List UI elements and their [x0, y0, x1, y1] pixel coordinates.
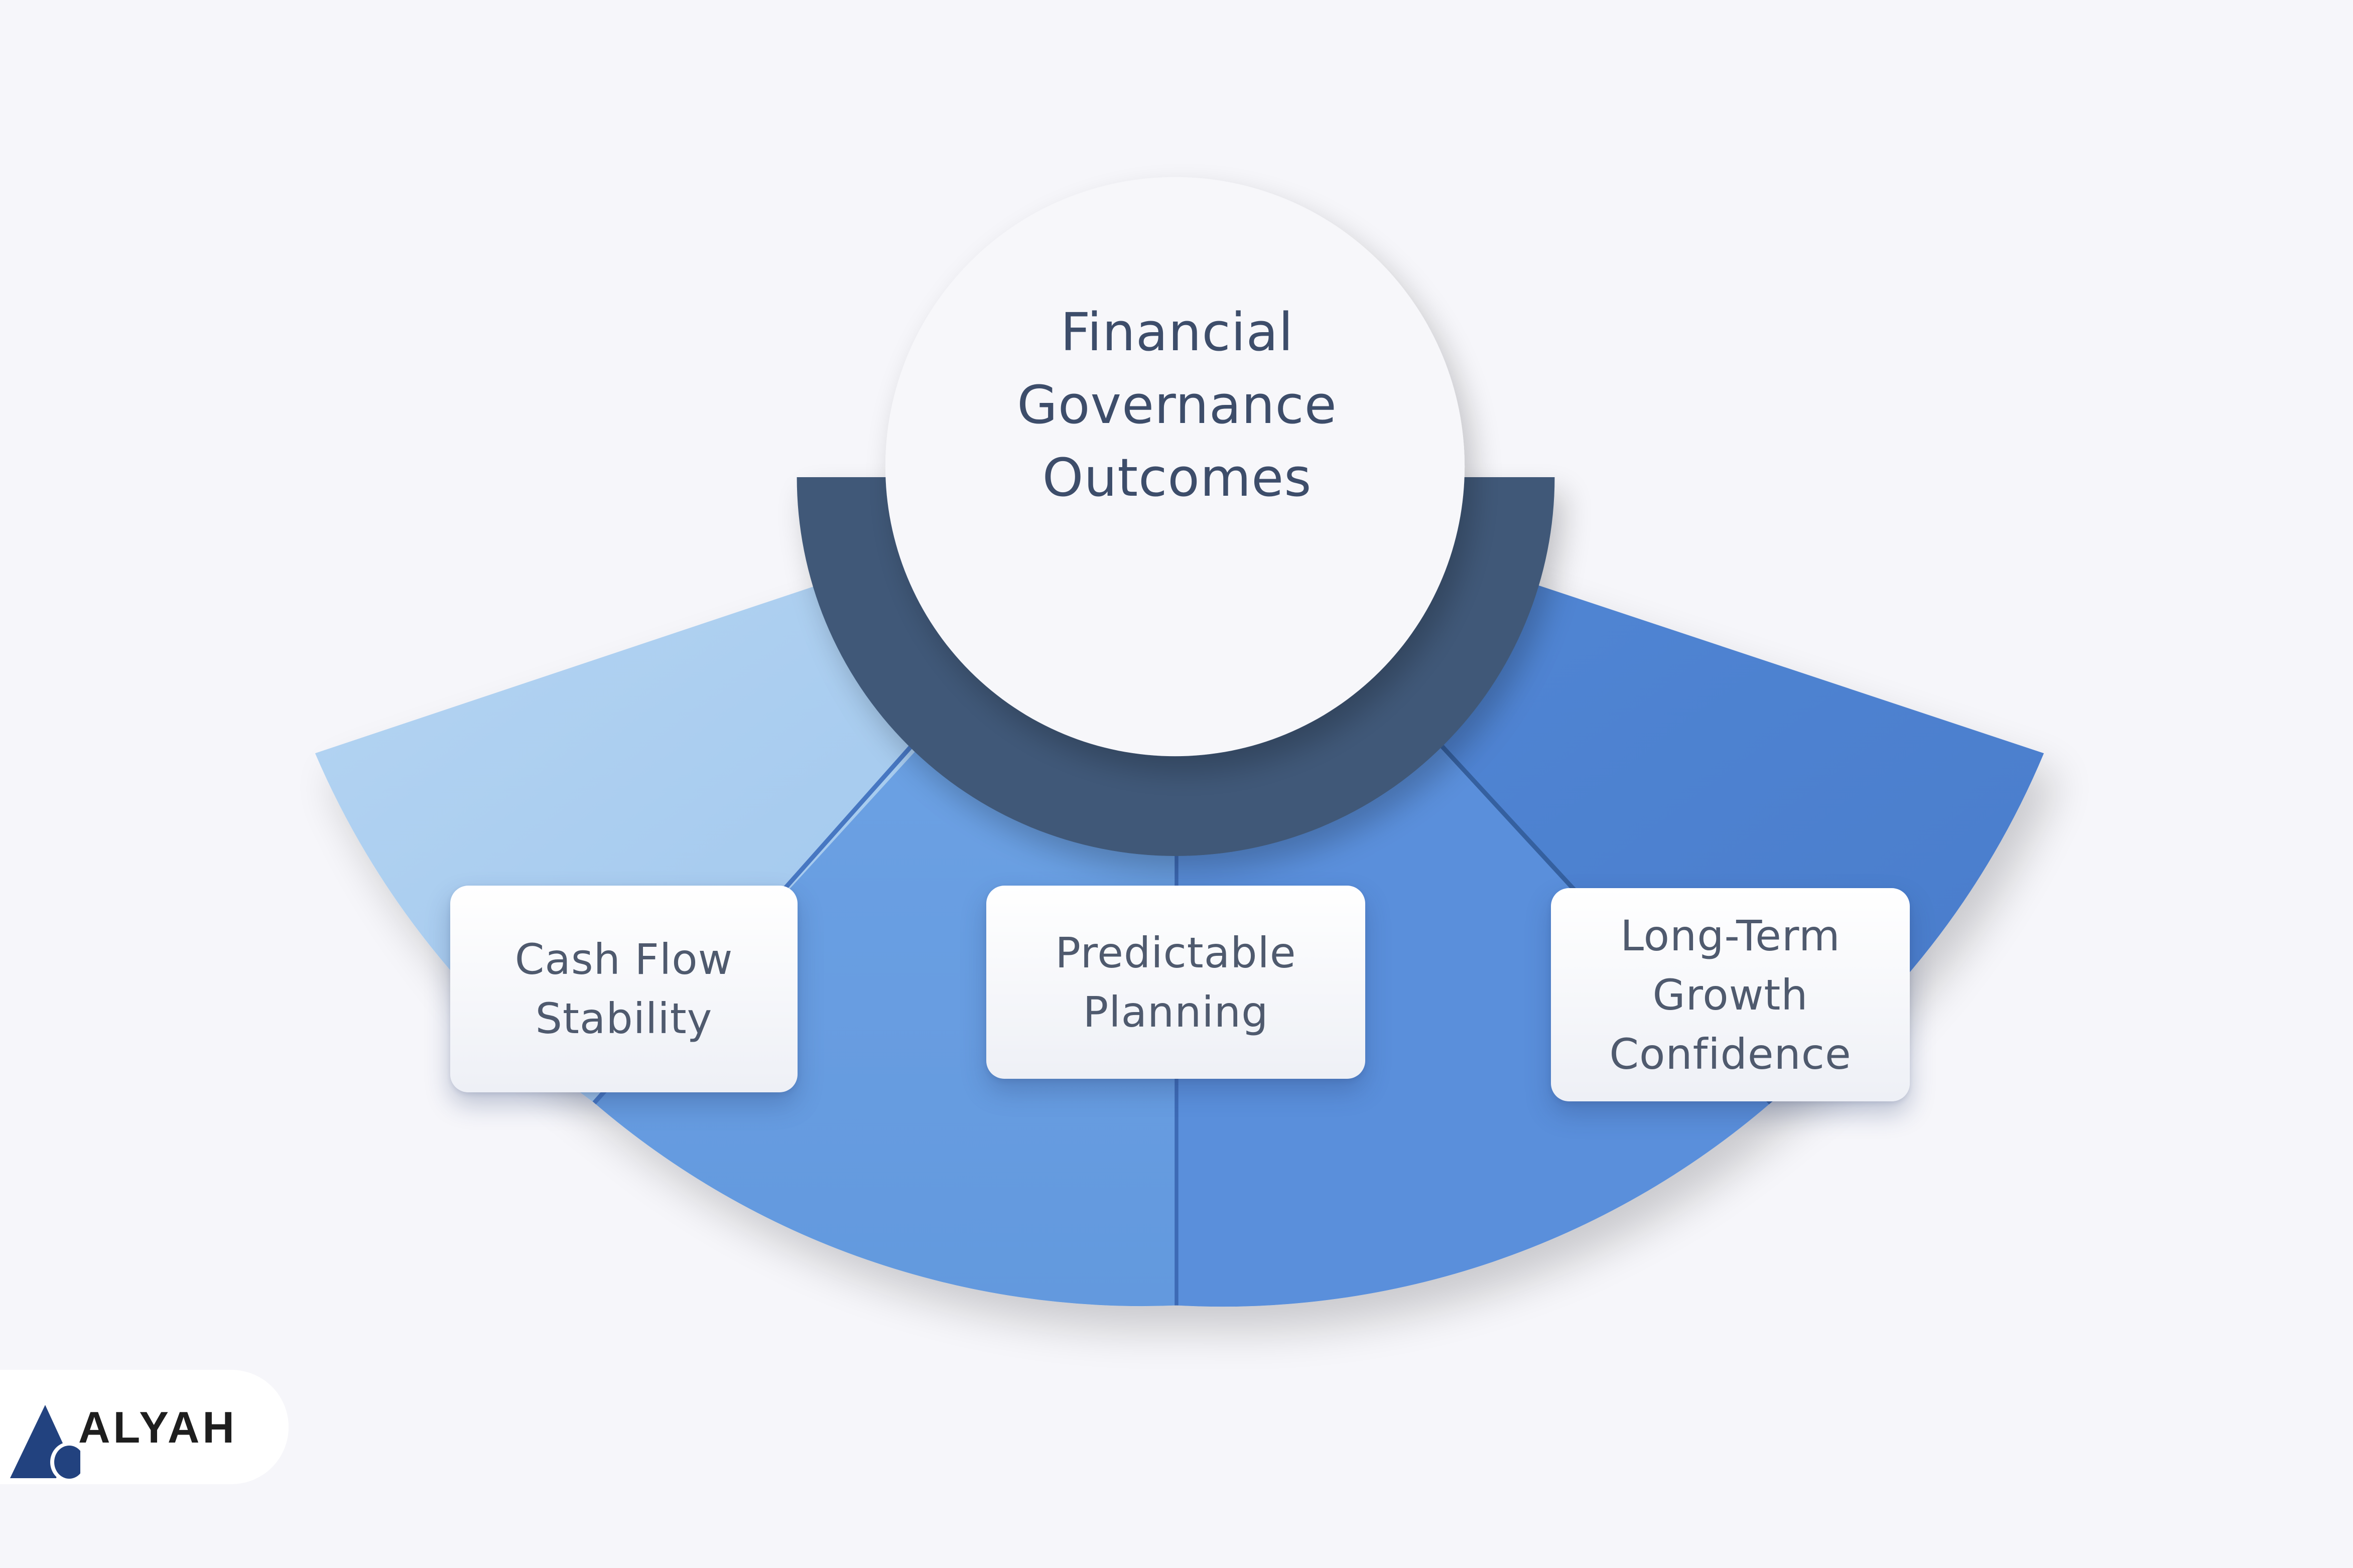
logo-text: ALYAH: [78, 1402, 237, 1452]
card-label-line: Predictable: [1055, 928, 1296, 977]
triangle-circle-logo-icon: [10, 1405, 80, 1480]
card-cash-flow-stability: Cash Flow Stability: [450, 886, 798, 1092]
card-label-line: Confidence: [1609, 1029, 1852, 1079]
card-label-line: Stability: [535, 994, 713, 1043]
center-title-line: Outcomes: [1042, 447, 1312, 508]
center-title: Financial Governance Outcomes: [903, 296, 1451, 514]
brand-logo: ALYAH: [0, 1370, 289, 1484]
card-long-term-growth-confidence: Long-Term Growth Confidence: [1551, 888, 1910, 1101]
center-circle: [885, 177, 1465, 757]
center-title-line: Financial: [1060, 302, 1294, 363]
center-title-line: Governance: [1017, 374, 1337, 436]
card-predictable-planning: Predictable Planning: [986, 886, 1365, 1079]
card-label-line: Planning: [1083, 987, 1269, 1037]
card-label-line: Cash Flow: [514, 935, 733, 984]
card-label-line: Long-Term: [1620, 911, 1841, 960]
card-label-line: Growth: [1652, 970, 1808, 1020]
